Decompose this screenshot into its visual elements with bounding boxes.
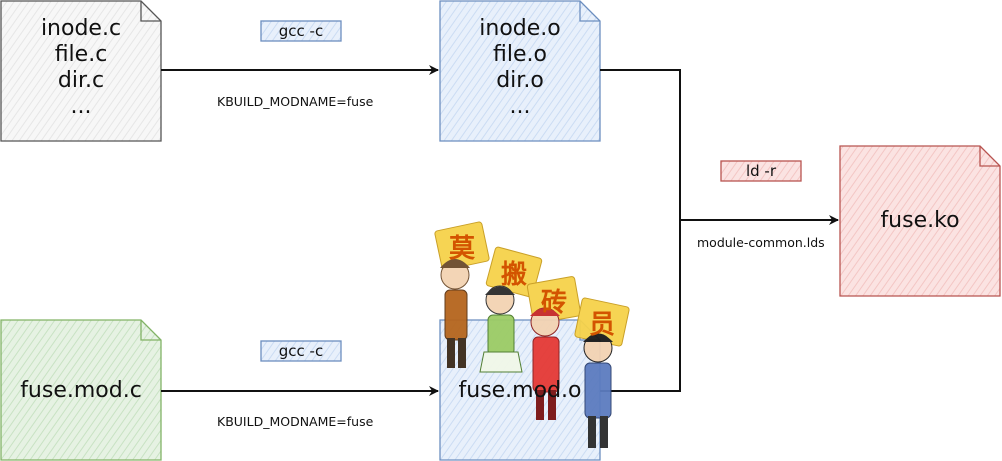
source-files-doc [0,0,162,142]
object-files-list: inode.o file.o dir.o ... [440,16,600,120]
object-files-doc [439,0,601,142]
mod-source-doc [0,319,162,461]
object-file-item: ... [509,94,531,119]
bottom-gcc-command: gcc -c [278,342,324,360]
top-gcc-command: gcc -c [278,22,324,40]
watermark-char: 搬 [500,260,527,290]
linker-script-label: module-common.lds [697,235,825,250]
source-files-list: inode.c file.c dir.c ... [1,16,161,120]
mod-object-label: fuse.mod.o [458,378,582,403]
watermark-char: 员 [588,310,615,340]
kernel-module-doc [839,145,1001,297]
top-link-connector [600,69,681,220]
mod-source-label: fuse.mod.c [20,378,142,403]
top-gcc-tag-box [260,20,342,42]
source-file-item: inode.c [40,16,122,41]
ld-tag-box [720,160,802,182]
watermark-mascot [434,221,630,448]
watermark-char: 莫 [448,234,475,264]
kernel-module-label: fuse.ko [880,208,960,233]
bottom-gcc-tag-box [260,340,342,362]
source-file-item: dir.c [57,68,105,93]
top-define-label: KBUILD_MODNAME=fuse [217,94,374,109]
watermark-char: 砖 [540,288,567,318]
ld-command: ld -r [745,162,777,180]
object-file-item: dir.o [496,68,544,93]
bottom-link-connector [600,220,681,392]
bottom-define-label: KBUILD_MODNAME=fuse [217,414,374,429]
source-file-item: ... [70,94,92,119]
object-file-item: inode.o [479,16,561,41]
source-file-item: file.c [54,42,108,67]
object-file-item: file.o [493,42,547,67]
